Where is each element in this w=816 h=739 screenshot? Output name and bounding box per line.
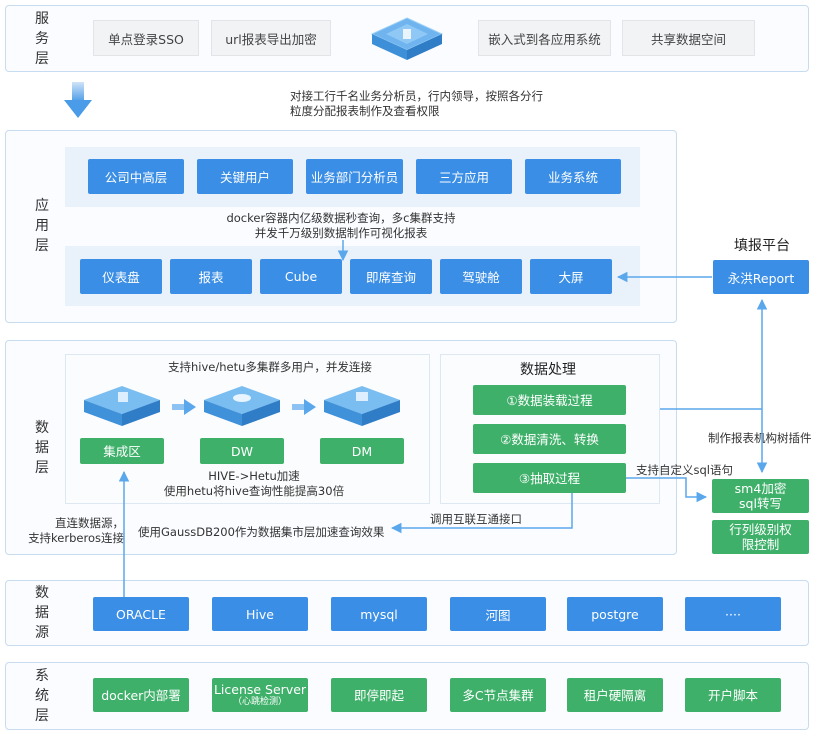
app-layer-label: 应用层 (35, 198, 49, 254)
user-biz-system: 业务系统 (525, 159, 621, 194)
gaussdb-note: 使用GaussDB200作为数据集市层加速查询效果 (138, 525, 385, 539)
product-cube: Cube (260, 259, 342, 294)
tenant-isolation-label: 租户硬隔离 (583, 687, 647, 703)
heartbeat-sublabel: （心跳检测） (232, 697, 287, 707)
user-analysts: 业务部门分析员 (306, 159, 403, 194)
interface-note: 调用互联互通接口 (430, 512, 522, 526)
right-arrow-icon (292, 399, 316, 415)
product-adhoc-query: 即席查询 (350, 259, 432, 294)
user-executives: 公司中高层 (88, 159, 184, 194)
server-icon (80, 382, 164, 430)
clean-transform-box: ②数据清洗、转换 (473, 424, 626, 454)
tenant-isolation-box: 租户硬隔离 (567, 678, 663, 712)
yonghong-report-box: 永洪Report (713, 260, 809, 294)
dm-box: DM (320, 438, 404, 464)
account-script-label: 开户脚本 (707, 687, 758, 703)
license-server-box: License Server（心跳检测） (212, 678, 308, 712)
load-process-box: ①数据装载过程 (473, 385, 626, 415)
instant-start-label: 即停即起 (353, 687, 404, 703)
product-dashboard: 仪表盘 (80, 259, 162, 294)
multi-c-cluster-label: 多C节点集群 (462, 687, 534, 703)
multi-c-cluster-box: 多C节点集群 (450, 678, 546, 712)
docker-deploy-label: docker内部署 (101, 687, 181, 703)
url-export-box: url报表导出加密 (211, 20, 331, 56)
source-layer-label: 数据源 (35, 585, 49, 641)
processing-title: 数据处理 (520, 362, 576, 378)
service-note: 对接工行千名业务分析员，行内领导，按照各分行粒度分配报表制作及查看权限 (290, 89, 543, 118)
datamart-server-icon (320, 382, 404, 430)
user-third-party: 三方应用 (416, 159, 512, 194)
direct-connect-note: 直连数据源， 支持kerberos连接 (28, 516, 124, 545)
user-key-users: 关键用户 (197, 159, 293, 194)
multi-cluster-note: 支持hive/hetu多集群多用户，并发连接 (168, 360, 372, 374)
service-layer-label: 服务层 (35, 11, 49, 67)
product-big-screen: 大屏 (530, 259, 612, 294)
product-cockpit: 驾驶舱 (440, 259, 522, 294)
account-script-box: 开户脚本 (685, 678, 781, 712)
plugin-note: 制作报表机构树插件 (708, 431, 812, 445)
shared-space-box: 共享数据空间 (622, 20, 755, 56)
dw-box: DW (200, 438, 284, 464)
extract-process-box: ③抽取过程 (473, 463, 626, 493)
database-server-icon (200, 382, 284, 430)
integration-zone-box: 集成区 (80, 438, 164, 464)
embed-apps-box: 嵌入式到各应用系统 (478, 20, 611, 56)
system-layer-label: 系统层 (35, 668, 49, 724)
source-hetu: 河图 (450, 597, 546, 631)
sso-box: 单点登录SSO (93, 20, 199, 56)
data-layer-label: 数据层 (35, 420, 49, 476)
license-server-label: License Server (213, 682, 307, 697)
row-col-permission-box: 行列级别权 限控制 (712, 520, 809, 554)
product-report: 报表 (170, 259, 252, 294)
source-more: ···· (685, 597, 781, 631)
hetu-note: HIVE->Hetu加速 使用hetu将hive查询性能提高30倍 (163, 469, 345, 498)
fill-platform-title: 填报平台 (734, 238, 790, 254)
sql-note: 支持自定义sql语句 (636, 463, 733, 477)
source-postgre: postgre (567, 597, 663, 631)
docker-deploy-box: docker内部署 (93, 678, 189, 712)
instant-start-box: 即停即起 (331, 678, 427, 712)
down-arrow-icon (64, 82, 92, 120)
server-stack-icon (366, 12, 448, 64)
source-oracle: ORACLE (93, 597, 189, 631)
sm4-sql-box: sm4加密 sql转写 (712, 479, 809, 513)
app-note: docker容器内亿级数据秒查询，多c集群支持并发千万级别数据制作可视化报表 (226, 211, 456, 240)
source-hive: Hive (212, 597, 308, 631)
source-mysql: mysql (331, 597, 427, 631)
right-arrow-icon (172, 399, 196, 415)
